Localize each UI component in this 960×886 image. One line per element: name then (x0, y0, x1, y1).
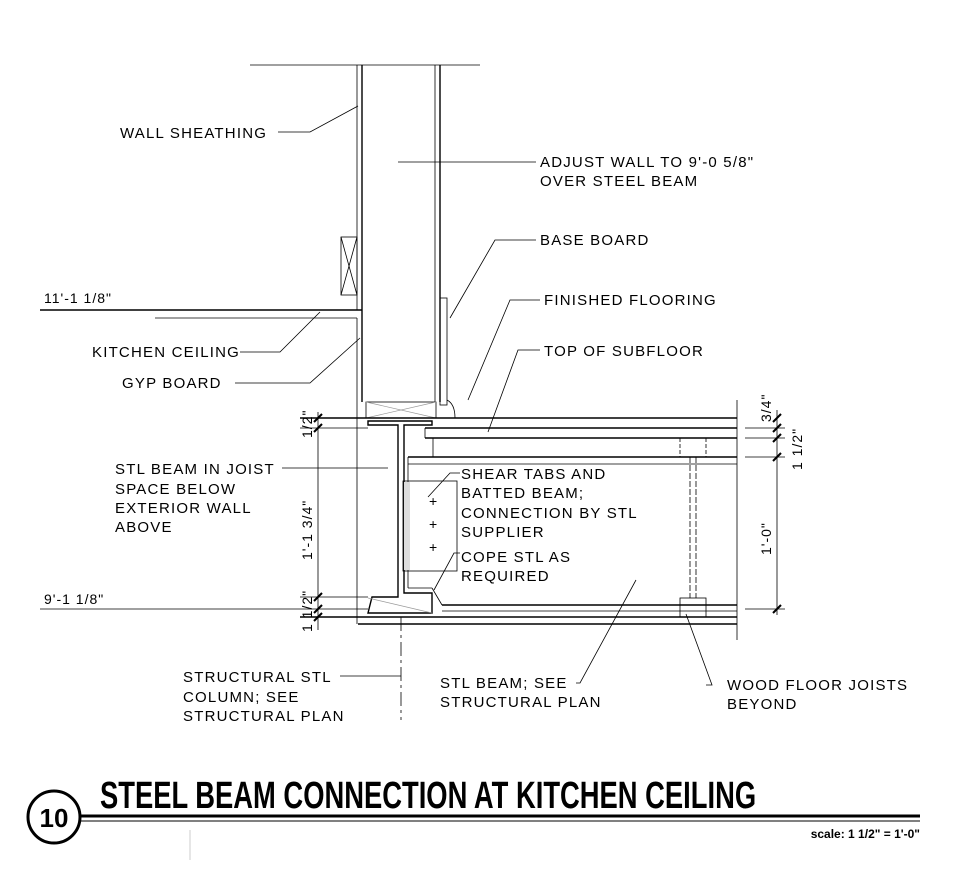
label-shear-tabs-4: SUPPLIER (461, 524, 545, 541)
svg-text:+: + (429, 516, 438, 532)
dim-left-bottom: 1 1/2" (299, 590, 315, 632)
label-wall-sheathing: WALL SHEATHING (120, 125, 267, 142)
leaders (235, 105, 713, 686)
dim-left-top: 1/2" (299, 410, 315, 438)
label-base-board: BASE BOARD (540, 232, 650, 249)
label-stl-beam-2: STRUCTURAL PLAN (440, 694, 602, 711)
label-shear-tabs-2: BATTED BEAM; (461, 485, 584, 502)
label-cope: COPE STL AS (461, 549, 571, 566)
label-finished-flooring: FINISHED FLOORING (544, 292, 717, 309)
label-stl-beam-joist-3: EXTERIOR WALL (115, 500, 252, 517)
label-kitchen-ceiling: KITCHEN CEILING (92, 344, 240, 361)
label-stl-beam-joist-2: SPACE BELOW (115, 481, 236, 498)
detail-number: 10 (40, 803, 69, 833)
label-shear-tabs: SHEAR TABS AND (461, 466, 606, 483)
dimensions-left (40, 412, 368, 630)
label-stl-beam-joist-4: ABOVE (115, 519, 173, 536)
label-top-of-subfloor: TOP OF SUBFLOOR (544, 343, 704, 360)
label-stl-beam: STL BEAM; SEE (440, 675, 568, 692)
floor-assembly (300, 400, 738, 640)
label-stl-beam-joist: STL BEAM IN JOIST (115, 461, 275, 478)
label-cope-2: REQUIRED (461, 568, 550, 585)
svg-text:+: + (429, 539, 438, 555)
label-adjust-wall: ADJUST WALL TO 9'-0 5/8" (540, 154, 754, 171)
svg-text:+: + (429, 493, 438, 509)
wall (250, 64, 480, 419)
label-shear-tabs-3: CONNECTION BY STL (461, 505, 638, 522)
label-gyp-board: GYP BOARD (122, 375, 222, 392)
title-block: 10 STEEL BEAM CONNECTION AT KITCHEN CEIL… (26, 775, 920, 860)
scale-note: scale: 1 1/2" = 1'-0" (811, 827, 920, 841)
label-column: STRUCTURAL STL (183, 669, 332, 686)
label-column-2: COLUMN; SEE (183, 689, 300, 706)
wood-floor-joist (679, 438, 707, 618)
detail-title: STEEL BEAM CONNECTION AT KITCHEN CEILING (100, 775, 756, 817)
label-column-3: STRUCTURAL PLAN (183, 708, 345, 725)
label-adjust-wall-2: OVER STEEL BEAM (540, 173, 698, 190)
dim-right-top: 3/4" (758, 394, 774, 422)
ceiling (40, 309, 362, 624)
steel-beam-section: + + + (367, 420, 458, 614)
dim-left-mid: 1'-1 3/4" (299, 500, 315, 560)
elevation-upper: 11'-1 1/8" (44, 290, 112, 306)
dimensions-right (745, 410, 785, 615)
label-joists-2: BEYOND (727, 696, 798, 713)
dim-right-bottom: 1'-0" (758, 522, 774, 555)
elevation-lower: 9'-1 1/8" (44, 591, 104, 607)
label-joists: WOOD FLOOR JOISTS (727, 677, 908, 694)
dim-right-mid: 1 1/2" (789, 428, 805, 470)
